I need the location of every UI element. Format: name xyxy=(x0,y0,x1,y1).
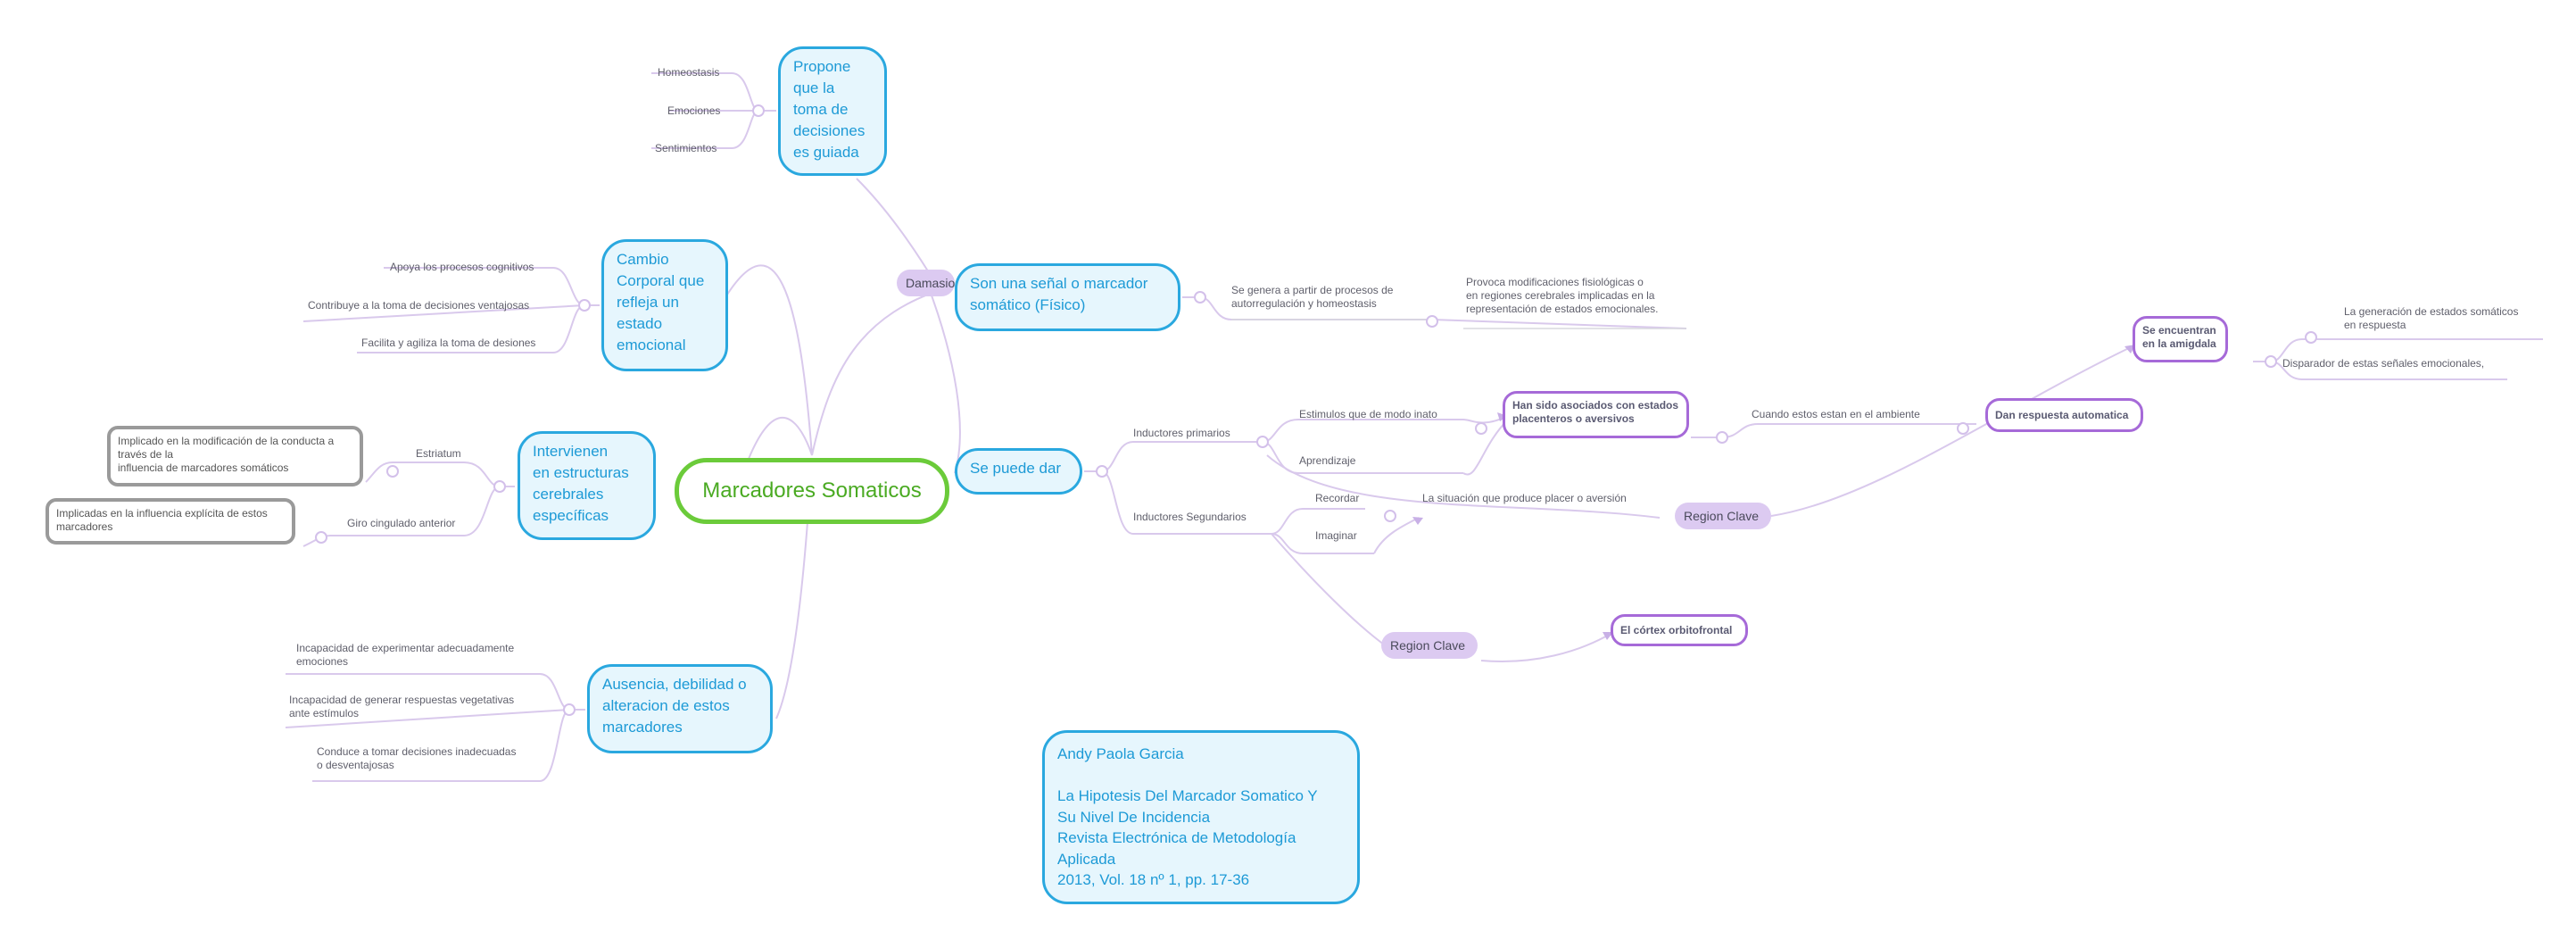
label-inductores-secundarios[interactable]: Inductores Segundarios xyxy=(1133,511,1247,523)
branch-junctions xyxy=(315,104,2317,716)
box-amigdala-text: Se encuentran en la amigdala xyxy=(2142,324,2216,350)
topic-intervienen-label: Intervienen en estructuras cerebrales es… xyxy=(533,443,629,524)
box-asociados-text: Han sido asociados con estados placenter… xyxy=(1512,399,1679,425)
label-se-genera[interactable]: Se genera a partir de procesos de autorr… xyxy=(1231,284,1394,310)
topic-propone-label: Propone que la toma de decisiones es gui… xyxy=(793,58,866,161)
label-estimulos[interactable]: Estimulos que de modo inato xyxy=(1299,408,1437,420)
box-estriatum-detail-text: Implicado en la modificación de la condu… xyxy=(118,435,335,474)
box-cortex-orbitofrontal-text: El córtex orbitofrontal xyxy=(1620,624,1733,636)
label-homeostasis[interactable]: Homeostasis xyxy=(658,66,720,79)
topic-cambio-corporal-label: Cambio Corporal que refleja un estado em… xyxy=(617,251,705,353)
central-topic-label: Marcadores Somaticos xyxy=(702,478,922,503)
label-conduce[interactable]: Conduce a tomar decisiones inadecuadas o… xyxy=(317,745,517,771)
label-incapacidad-generar[interactable]: Incapacidad de generar respuestas vegeta… xyxy=(289,694,515,719)
label-estriatum[interactable]: Estriatum xyxy=(416,447,461,460)
box-giro-detail[interactable]: Implicadas en la influencia explícita de… xyxy=(46,498,295,545)
topic-ausencia[interactable]: Ausencia, debilidad o alteracion de esto… xyxy=(587,664,773,753)
label-apoya[interactable]: Apoya los procesos cognitivos xyxy=(390,261,534,273)
box-respuesta-automatica[interactable]: Dan respuesta automatica xyxy=(1985,398,2143,432)
label-incapacidad-experimentar[interactable]: Incapacidad de experimentar adecuadament… xyxy=(296,642,515,668)
topic-ausencia-label: Ausencia, debilidad o alteracion de esto… xyxy=(602,676,747,736)
pill-damasio[interactable]: Damasio xyxy=(897,270,955,296)
box-respuesta-automatica-text: Dan respuesta automatica xyxy=(1995,409,2129,421)
central-topic[interactable]: Marcadores Somaticos xyxy=(675,458,949,524)
label-sentimientos[interactable]: Sentimientos xyxy=(655,142,717,154)
topic-senal[interactable]: Son una señal o marcador somático (Físic… xyxy=(955,263,1180,331)
box-asociados[interactable]: Han sido asociados con estados placenter… xyxy=(1503,391,1689,438)
topic-senal-label: Son una señal o marcador somático (Físic… xyxy=(970,275,1148,313)
box-cortex-orbitofrontal[interactable]: El córtex orbitofrontal xyxy=(1611,614,1748,646)
label-emociones[interactable]: Emociones xyxy=(667,104,721,117)
label-contribuye[interactable]: Contribuye a la toma de decisiones venta… xyxy=(308,299,530,312)
pill-region-clave-2[interactable]: Region Clave xyxy=(1381,632,1478,659)
label-underlines xyxy=(1231,319,1686,329)
label-aprendizaje[interactable]: Aprendizaje xyxy=(1299,454,1356,467)
pill-region-clave-1[interactable]: Region Clave xyxy=(1675,503,1771,529)
label-disparador[interactable]: Disparador de estas señales emocionales, xyxy=(2282,357,2485,370)
reference-text: Andy Paola Garcia La Hipotesis Del Marca… xyxy=(1057,745,1318,888)
box-giro-detail-text: Implicadas en la influencia explícita de… xyxy=(56,507,268,533)
topic-propone[interactable]: Propone que la toma de decisiones es gui… xyxy=(778,46,887,176)
label-giro-cingulado[interactable]: Giro cingulado anterior xyxy=(347,517,456,529)
reference-box[interactable]: Andy Paola Garcia La Hipotesis Del Marca… xyxy=(1042,730,1360,904)
topic-cambio-corporal[interactable]: Cambio Corporal que refleja un estado em… xyxy=(601,239,728,371)
topic-intervienen[interactable]: Intervienen en estructuras cerebrales es… xyxy=(518,431,656,540)
pill-damasio-label: Damasio xyxy=(906,276,956,290)
label-facilita[interactable]: Facilita y agiliza la toma de desiones xyxy=(361,337,536,349)
pill-region-clave-1-label: Region Clave xyxy=(1684,509,1760,523)
label-imaginar[interactable]: Imaginar xyxy=(1315,529,1357,542)
topic-puede-dar-label: Se puede dar xyxy=(970,460,1062,477)
pill-region-clave-2-label: Region Clave xyxy=(1390,638,1466,653)
box-estriatum-detail[interactable]: Implicado en la modificación de la condu… xyxy=(107,426,363,486)
label-inductores-primarios[interactable]: Inductores primarios xyxy=(1133,427,1230,439)
topic-puede-dar[interactable]: Se puede dar xyxy=(955,448,1082,495)
label-provoca[interactable]: Provoca modificaciones fisiológicas o en… xyxy=(1466,276,1659,315)
label-recordar[interactable]: Recordar xyxy=(1315,492,1360,504)
label-generacion[interactable]: La generación de estados somáticos en re… xyxy=(2344,305,2519,331)
box-amigdala[interactable]: Se encuentran en la amigdala xyxy=(2133,316,2228,362)
label-situacion[interactable]: La situación que produce placer o aversi… xyxy=(1422,492,1627,504)
label-cuando[interactable]: Cuando estos estan en el ambiente xyxy=(1752,408,1920,420)
